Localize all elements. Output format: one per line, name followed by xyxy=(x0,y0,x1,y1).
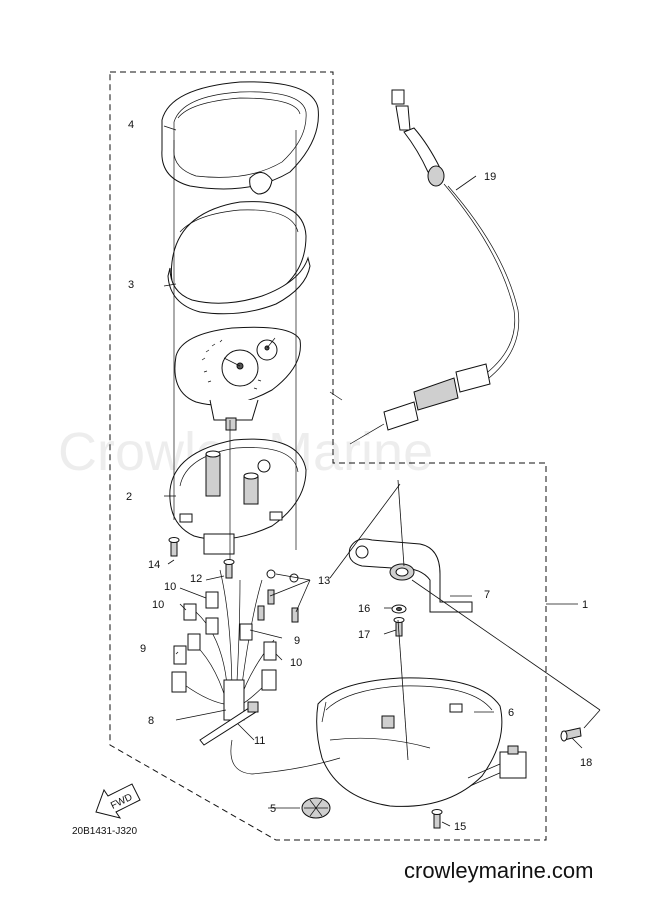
assembly-boundary xyxy=(109,71,547,841)
cable-tie xyxy=(199,701,259,746)
callout-16: 16 xyxy=(358,603,370,615)
callout-19: 19 xyxy=(484,171,496,183)
meter-case xyxy=(169,438,307,555)
wire-harness xyxy=(171,569,277,721)
lens xyxy=(167,201,311,315)
speedometer-cable xyxy=(329,89,520,445)
dial-face xyxy=(174,326,301,431)
leader-lines xyxy=(163,125,601,827)
harness-connector xyxy=(230,739,527,787)
terminal-nuts xyxy=(257,569,299,623)
fwd-arrow: FWD xyxy=(95,783,141,819)
callout-14: 14 xyxy=(148,559,160,571)
callout-7: 7 xyxy=(484,589,490,601)
callout-13: 13 xyxy=(318,575,330,587)
callout-9b: 9 xyxy=(294,635,300,647)
bracket xyxy=(348,538,473,614)
callout-15: 15 xyxy=(454,821,466,833)
callout-1: 1 xyxy=(582,599,588,611)
callout-10b: 10 xyxy=(152,599,164,611)
callout-5: 5 xyxy=(270,803,276,815)
lens-ring xyxy=(161,81,319,195)
callout-17: 17 xyxy=(358,629,370,641)
callout-labels: 1 2 3 4 5 6 7 8 9 9 10 10 10 11 12 13 14… xyxy=(126,119,592,833)
callout-3: 3 xyxy=(128,279,134,291)
diagram-code: 20B1431-J320 xyxy=(72,826,137,837)
callout-9a: 9 xyxy=(140,643,146,655)
callout-2: 2 xyxy=(126,491,132,503)
footer-domain: crowleymarine.com xyxy=(404,858,594,883)
grommet xyxy=(301,797,331,819)
callout-10c: 10 xyxy=(290,657,302,669)
callout-8: 8 xyxy=(148,715,154,727)
callout-4: 4 xyxy=(128,119,134,131)
callout-6: 6 xyxy=(508,707,514,719)
assembly-guides xyxy=(173,130,297,560)
lower-housing xyxy=(316,677,503,807)
callout-12: 12 xyxy=(190,573,202,585)
callout-10a: 10 xyxy=(164,581,176,593)
callout-11: 11 xyxy=(254,735,265,747)
callout-18: 18 xyxy=(580,757,592,769)
